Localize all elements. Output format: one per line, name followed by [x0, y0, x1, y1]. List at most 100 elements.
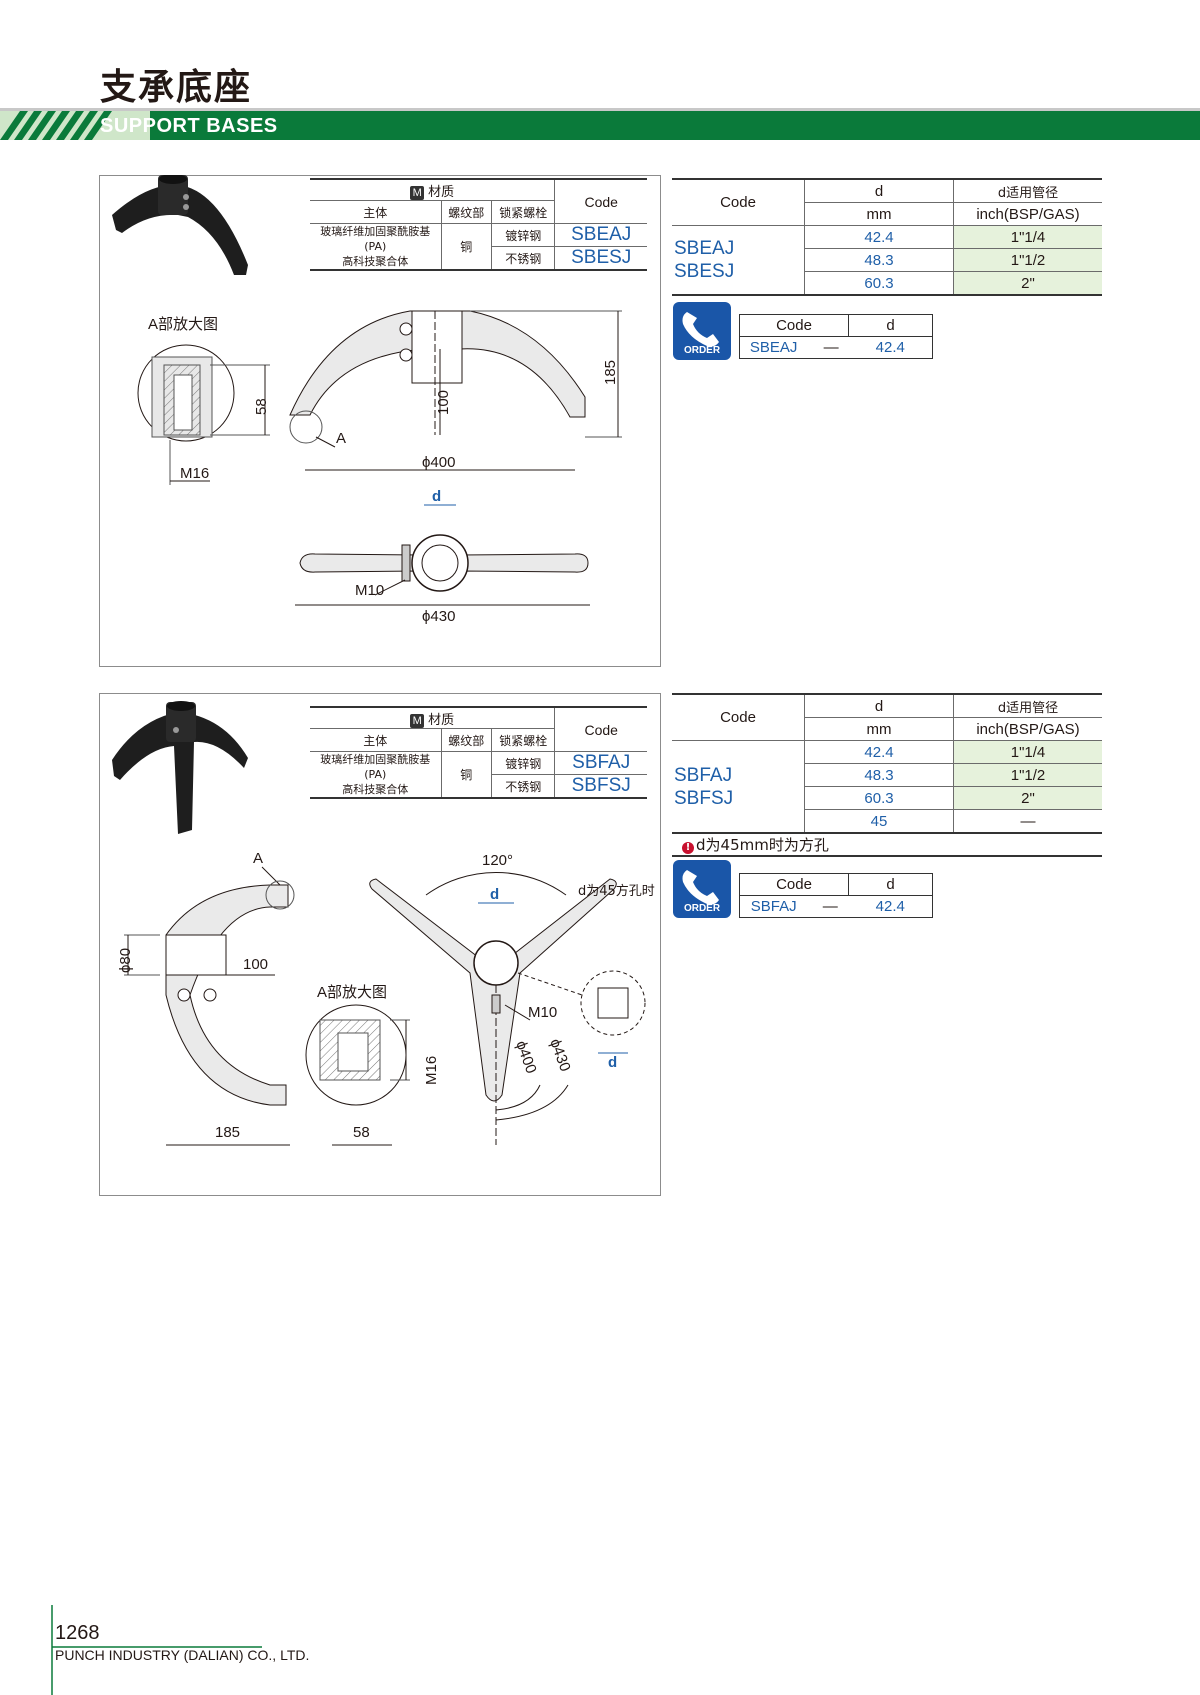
page-title-cn: 支承底座 [100, 67, 253, 108]
dim-d: d [490, 886, 499, 903]
title-banner [0, 108, 1200, 140]
spec-codes: SBEAJ SBESJ [672, 225, 805, 296]
spec-pipe-value: 2" [953, 786, 1102, 810]
spec-d-value: 48.3 [804, 248, 954, 272]
dim-58: 58 [253, 398, 270, 415]
product1-order-table: Code d SBEAJ — 42.4 [739, 314, 933, 359]
material-main-line1: 玻璃纤维加固聚酰胺基(PA) [320, 753, 431, 781]
order-d-header: d [848, 314, 933, 337]
order-dash: — [822, 898, 838, 915]
order-code-value: SBEAJ — [740, 337, 849, 359]
page-number: 1268 [55, 1622, 100, 1644]
product1-photo [112, 175, 248, 275]
order-code: SBFAJ [750, 898, 797, 915]
dim-d2: d [608, 1054, 617, 1071]
order-d-header: d [848, 873, 933, 896]
spec-pipe-value: 1"1/2 [953, 763, 1102, 787]
spec-pipe-value: 1"1/4 [953, 225, 1102, 249]
company-name: PUNCH INDUSTRY (DALIAN) CO., LTD. [55, 1647, 310, 1663]
spec-codes: SBFAJ SBFSJ [672, 740, 805, 834]
spec-code-header: Code [672, 693, 805, 741]
spec-d-value: 48.3 [804, 763, 954, 787]
spec-pipe-value: 2" [953, 271, 1102, 296]
product2-order-table: Code d SBFAJ — 42.4 [739, 873, 933, 918]
material-code-header: Code [554, 178, 647, 224]
order-label: ORDER [683, 345, 721, 356]
spec-note: d为45mm时为方孔 [696, 836, 829, 854]
material-thread-header: 螺纹部 [440, 200, 492, 224]
spec-pipe-header: d适用管径 [953, 693, 1102, 718]
material-main-line2: 高科技聚合体 [342, 783, 409, 796]
dim-185: 185 [215, 1124, 240, 1141]
spec-d-value: 42.4 [804, 225, 954, 249]
dim-m16: M16 [180, 465, 209, 482]
material-main-header: 主体 [310, 728, 442, 752]
angle-120: 120° [482, 852, 513, 869]
material-bolt-header: 锁紧螺栓 [491, 200, 555, 224]
phone-icon [682, 870, 719, 905]
dim-58: 58 [353, 1124, 370, 1141]
product-code: SBEAJ [554, 223, 647, 247]
material-thread-header: 螺纹部 [440, 728, 492, 752]
spec-pipe-value: — [953, 809, 1102, 834]
dim-phi400: ϕ400 [512, 1039, 539, 1076]
material-m-icon: M [410, 713, 425, 728]
material-header: 材质 [428, 712, 455, 728]
spec-d-value: 60.3 [804, 786, 954, 810]
order-code-header: Code [776, 317, 812, 334]
product-code: SBFAJ [554, 751, 647, 775]
spec-pipe-value: 1"1/4 [953, 740, 1102, 764]
dim-185: 185 [602, 360, 619, 385]
alert-icon: ! [682, 842, 694, 854]
material-header: 材质 [428, 184, 455, 200]
order-d-value: 42.4 [875, 339, 905, 356]
material-bolt-value: 不锈钢 [491, 246, 555, 271]
detail-label: A部放大图 [317, 984, 387, 1001]
dim-phi80: ϕ80 [117, 948, 134, 973]
order-dash: — [823, 339, 839, 356]
order-code: SBEAJ [749, 339, 798, 356]
footer-rule [51, 1605, 262, 1695]
spec-code: SBFSJ [674, 787, 734, 809]
spec-code-header: Code [672, 178, 805, 226]
phone-icon [682, 312, 719, 347]
order-button[interactable]: ORDER [673, 860, 731, 918]
material-thread-value: 铜 [440, 751, 492, 799]
product2-material-table: M 材质 Code 主体 螺纹部 锁紧螺栓 玻璃纤维加固聚酰胺基(PA) 高科技… [310, 706, 647, 799]
order-button[interactable]: ORDER [673, 302, 731, 360]
spec-d-unit: mm [804, 717, 954, 741]
order-label: ORDER [683, 903, 721, 914]
dim-d: d [432, 488, 441, 505]
dim-100: 100 [243, 956, 268, 973]
product1-spec-table: Code d d适用管径 mm inch(BSP/GAS) SBEAJ SBES… [672, 178, 1102, 296]
spec-d-value: 42.4 [804, 740, 954, 764]
dim-m10: M10 [355, 582, 384, 599]
spec-d-value: 60.3 [804, 271, 954, 296]
spec-pipe-value: 1"1/2 [953, 248, 1102, 272]
material-main-line1: 玻璃纤维加固聚酰胺基(PA) [320, 225, 431, 253]
order-code-header: Code [776, 876, 812, 893]
spec-d-header: d [804, 693, 954, 718]
page-title-en: SUPPORT BASES [100, 115, 278, 137]
dim-m10: M10 [528, 1004, 557, 1021]
dim-m16: M16 [423, 1056, 440, 1085]
dim-100: 100 [435, 390, 452, 415]
material-code-header: Code [554, 706, 647, 752]
product2-spec-table: Code d d适用管径 mm inch(BSP/GAS) SBFAJ SBFS… [672, 693, 1102, 857]
product1-material-table: M 材质 Code 主体 螺纹部 锁紧螺栓 玻璃纤维加固聚酰胺基(PA) 高科技… [310, 178, 647, 271]
spec-d-value: 45 [804, 809, 954, 834]
order-d-value: 42.4 [875, 898, 905, 915]
spec-d-header: d [804, 178, 954, 203]
dim-phi400: ϕ400 [422, 454, 455, 471]
material-bolt-value: 镀锌钢 [491, 751, 555, 775]
spec-code: SBEAJ [674, 238, 735, 259]
order-code-value: SBFAJ — [740, 896, 849, 918]
label-a: A [336, 430, 346, 447]
product-code: SBFSJ [554, 774, 647, 799]
spec-pipe-unit: inch(BSP/GAS) [953, 717, 1102, 741]
product2-technical-drawing: A ϕ80 100 185 A部放大图 M16 58 120° d M10 ϕ4… [117, 850, 655, 1146]
dim-phi430: ϕ430 [546, 1037, 573, 1074]
material-main-value: 玻璃纤维加固聚酰胺基(PA) 高科技聚合体 [310, 223, 442, 271]
detail-label: A部放大图 [148, 316, 218, 333]
spec-pipe-unit: inch(BSP/GAS) [953, 202, 1102, 226]
